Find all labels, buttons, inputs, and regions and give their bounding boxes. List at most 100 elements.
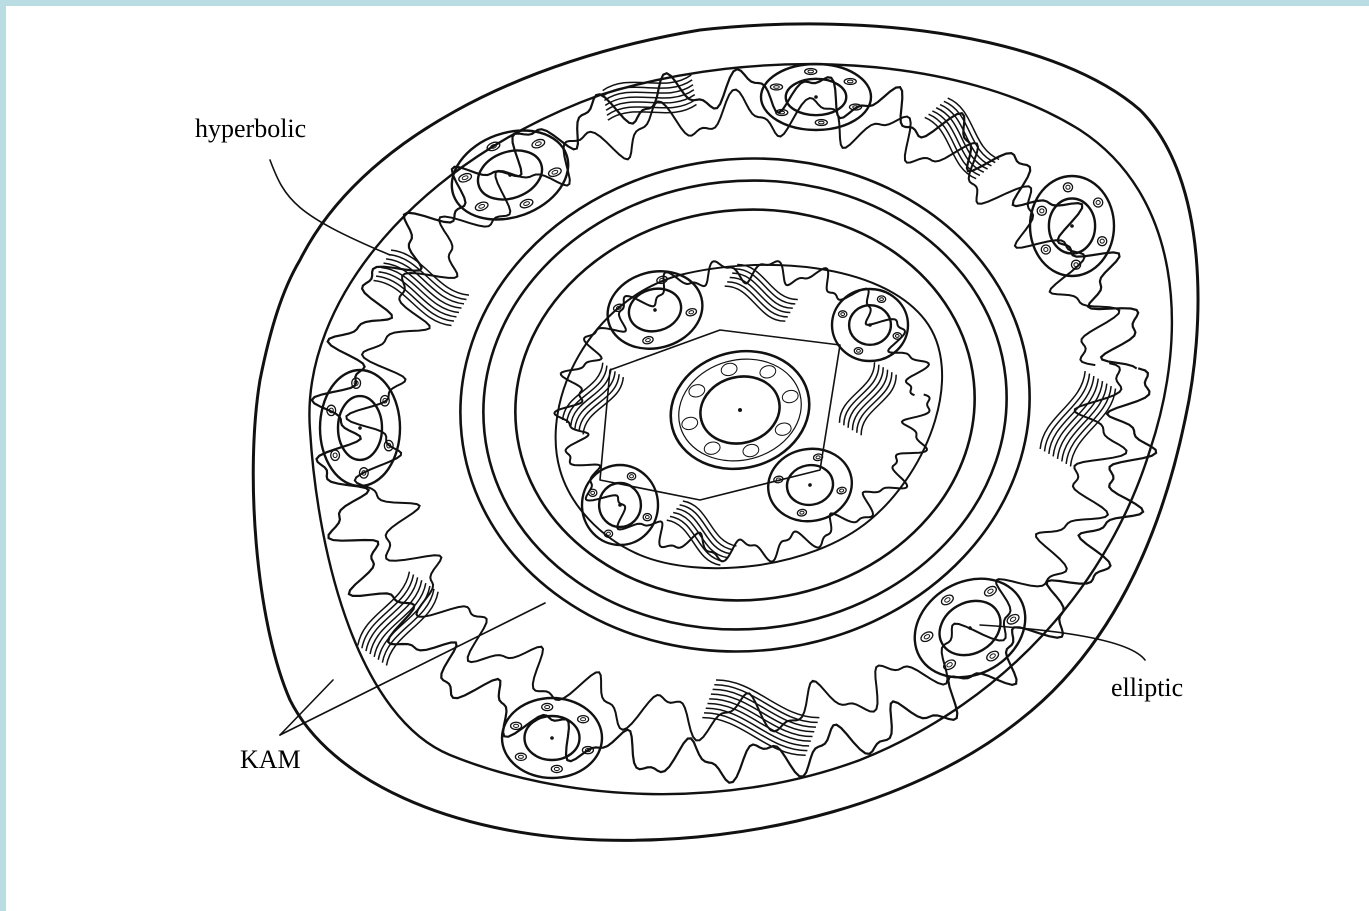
island-inner-lower-left [582,465,658,545]
kam-curve-middle [461,155,1029,655]
central-island [657,336,822,484]
satellite-island [985,649,1000,663]
elliptic-point [358,426,362,430]
kam-phase-portrait: hyperbolic elliptic KAM [6,6,1369,911]
satellite-island-core [1074,263,1078,267]
tangle-stroke [708,695,814,740]
satellite-island [940,593,955,607]
satellite-island [1041,245,1050,254]
tangle-stroke [706,700,812,745]
satellite-island-core [808,70,814,73]
tangle-stroke [715,676,821,721]
satellite-island-core [946,662,953,668]
satellite-island-core [689,310,694,314]
satellite-island-core [581,718,586,721]
elliptic-label: elliptic [1111,673,1183,702]
satellite-island [844,79,856,85]
satellite-island-core [841,313,845,316]
satellite-island [515,753,526,760]
satellite-island [1098,237,1107,246]
island-inner-lower-right [762,442,857,527]
central-satellite [703,440,722,456]
satellite-island-core [1096,200,1100,204]
satellite-island-core [462,175,469,180]
tangle-stroke [372,277,454,329]
tangle-stroke [929,108,987,174]
hyperbolic-leader [270,160,390,255]
hyperbolic-tangle-inner-right [836,360,900,437]
tangle-stroke [580,375,627,437]
satellite-island [685,308,697,317]
tangle-stroke [379,264,461,316]
satellite-island-core [514,724,519,727]
satellite-island [797,509,807,517]
central-satellite [759,364,778,380]
central-satellite [781,389,800,405]
island-left [320,370,400,486]
elliptic-point [808,483,812,487]
hyperbolic-tangle-upper-right [922,96,1003,182]
satellite-island [642,335,654,344]
satellite-island-core [857,349,861,352]
tangle-stroke [1067,387,1119,469]
satellite-island-core [630,475,634,478]
satellite-island-core [774,86,780,89]
elliptic-point [868,323,872,327]
satellite-island [331,450,340,460]
tangle-stroke [925,112,983,178]
satellite-island [919,630,934,644]
satellite-island [627,473,635,480]
island-bottom [502,698,602,778]
satellite-island [815,120,827,126]
chaotic-layer-outer [312,69,1156,783]
satellite-island-core [816,456,821,460]
satellite-island-core [645,338,650,342]
satellite-island [839,311,847,317]
kam-label: KAM [240,745,301,774]
satellite-island-core [1100,239,1104,243]
satellite-island [519,198,534,210]
figure-frame: hyperbolic elliptic KAM [6,6,1369,911]
elliptic-point [653,308,657,312]
central-satellite [680,416,699,432]
satellite-island [1037,206,1046,215]
satellite-island-core [518,755,523,758]
hyperbolic-tangle-lower-left [354,569,441,667]
satellite-island-core [607,532,611,535]
satellite-island-core [819,121,825,124]
elliptic-islands [320,64,1114,778]
satellite-island-core [800,511,805,515]
satellite-island-core [478,204,485,209]
satellite-island-core [645,516,649,519]
satellite-island-core [551,170,558,175]
tangle-stroke [1058,382,1110,464]
satellite-island [837,487,847,495]
tangle-stroke [1045,374,1097,456]
tangle-stroke [1041,372,1093,454]
hyperbolic-tangle-inner-top [723,261,800,325]
satellite-island-core [1010,616,1017,622]
satellite-island-core [1044,248,1048,252]
hyperbolic-tangle-bottom [701,676,821,759]
elliptic-point [814,95,818,99]
island-top [761,64,871,130]
tangle-stroke [713,681,819,726]
satellite-island-core [839,489,844,493]
satellite-island-core [987,588,994,594]
tangle-stroke [704,704,810,749]
satellite-island-core [944,597,951,603]
satellite-island [983,584,998,598]
satellite-island [458,172,473,184]
tangle-stroke [1050,377,1102,459]
satellite-island [770,84,782,90]
satellite-island-core [545,705,550,708]
satellite-island [531,138,546,150]
satellite-island [589,489,597,496]
tangle-stroke [1054,379,1106,461]
satellite-island [547,166,562,178]
satellite-island-core [333,453,337,458]
tangle-stroke [374,273,456,325]
kam-curve-inner [496,187,994,623]
satellite-island [578,716,589,723]
tangle-stroke [389,247,471,299]
